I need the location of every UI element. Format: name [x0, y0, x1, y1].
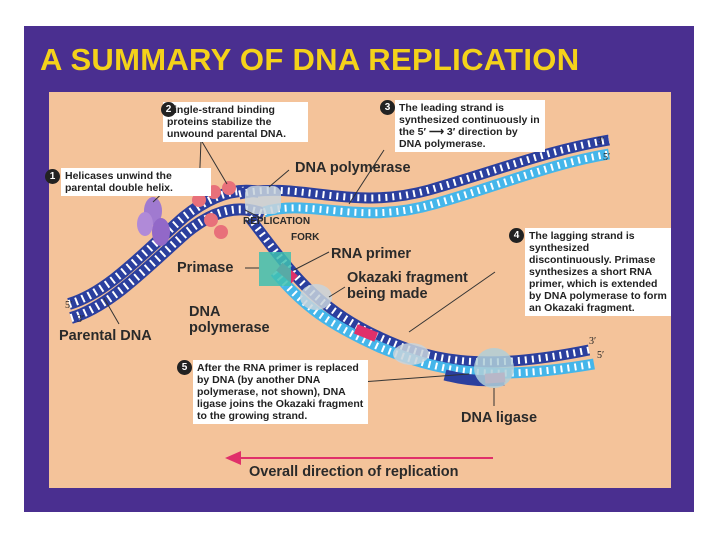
- dna-polymerase-lagging-2: [393, 343, 429, 365]
- label-dna-polymerase-left-1: DNA: [189, 304, 221, 320]
- helicase-protein-3: [137, 212, 153, 236]
- step-3-number: 3: [380, 100, 395, 115]
- diagram-panel: Helicases unwind the parental double hel…: [45, 92, 671, 488]
- dna-polymerase-lagging: [300, 284, 332, 310]
- label-okazaki-1: Okazaki fragment: [347, 270, 468, 286]
- page-title: A SUMMARY OF DNA REPLICATION: [40, 42, 580, 77]
- helicase-protein-2: [152, 218, 170, 246]
- leading-new-strand: [262, 148, 610, 219]
- parental-strand-b-rungs: [69, 205, 266, 322]
- step-5-text: After the RNA primer is replaced by DNA …: [197, 362, 364, 422]
- label-dna-polymerase-left-2: polymerase: [189, 320, 270, 336]
- primase-protein: [259, 252, 291, 286]
- step-5-box: After the RNA primer is replaced by DNA …: [193, 360, 368, 424]
- ssb-protein-1: [192, 193, 206, 207]
- end-top-right-bottom: 5′: [603, 152, 611, 163]
- label-okazaki-2: being made: [347, 286, 428, 302]
- step-2-number: 2: [161, 102, 176, 117]
- pointer-okazaki: [328, 286, 346, 298]
- label-dna-polymerase-top: DNA polymerase: [295, 160, 411, 176]
- step-2-text: Single-strand binding proteins stabilize…: [167, 104, 286, 140]
- end-bottom-right-top: 3′: [589, 336, 597, 347]
- step-1-number: 1: [45, 169, 60, 184]
- step-1-box: Helicases unwind the parental double hel…: [61, 168, 211, 196]
- step-4-number: 4: [509, 228, 524, 243]
- rna-primer-2: [353, 324, 379, 342]
- label-direction: Overall direction of replication: [249, 464, 459, 480]
- step-1-text: Helicases unwind the parental double hel…: [65, 170, 173, 194]
- label-primase: Primase: [177, 260, 234, 276]
- end-bottom-right-bottom: 5′: [597, 350, 605, 361]
- step-3-text: The leading strand is synthesized contin…: [399, 102, 540, 150]
- pointer-step2b: [200, 139, 228, 185]
- pointer-dna-pol-top: [268, 169, 290, 188]
- step-4-box: The lagging strand is synthesized discon…: [525, 228, 671, 316]
- dna-ligase-protein: [474, 348, 514, 388]
- label-dna-ligase: DNA ligase: [461, 410, 538, 426]
- dna-polymerase-leading: [245, 186, 281, 214]
- label-rna-primer: RNA primer: [331, 246, 412, 262]
- ssb-protein-3: [222, 181, 236, 195]
- leading-template-strand: [237, 134, 610, 204]
- end-top-right-top: 3′: [597, 136, 605, 147]
- pointer-parental: [103, 297, 120, 325]
- step-3-box: The leading strand is synthesized contin…: [395, 100, 545, 152]
- pointer-step3: [348, 149, 385, 205]
- step-2-box: Single-strand binding proteins stabilize…: [163, 102, 308, 142]
- parental-strand-a-rungs: [67, 186, 260, 308]
- ssb-protein-5: [214, 225, 228, 239]
- label-replication-fork-2: FORK: [291, 232, 320, 243]
- label-replication-fork-1: REPLICATION: [243, 216, 311, 227]
- pointer-step4: [408, 271, 496, 333]
- step-5-number: 5: [177, 360, 192, 375]
- pointer-step5: [360, 373, 470, 383]
- pointer-fork: [244, 209, 260, 218]
- step-4-text: The lagging strand is synthesized discon…: [529, 230, 667, 314]
- end-left-bottom: 3′: [77, 314, 85, 325]
- label-parental-dna: Parental DNA: [59, 328, 152, 344]
- end-left-top: 5′: [65, 300, 73, 311]
- pointer-rna-primer: [293, 251, 330, 271]
- direction-arrow-head: [225, 451, 241, 465]
- ssb-protein-4: [204, 213, 218, 227]
